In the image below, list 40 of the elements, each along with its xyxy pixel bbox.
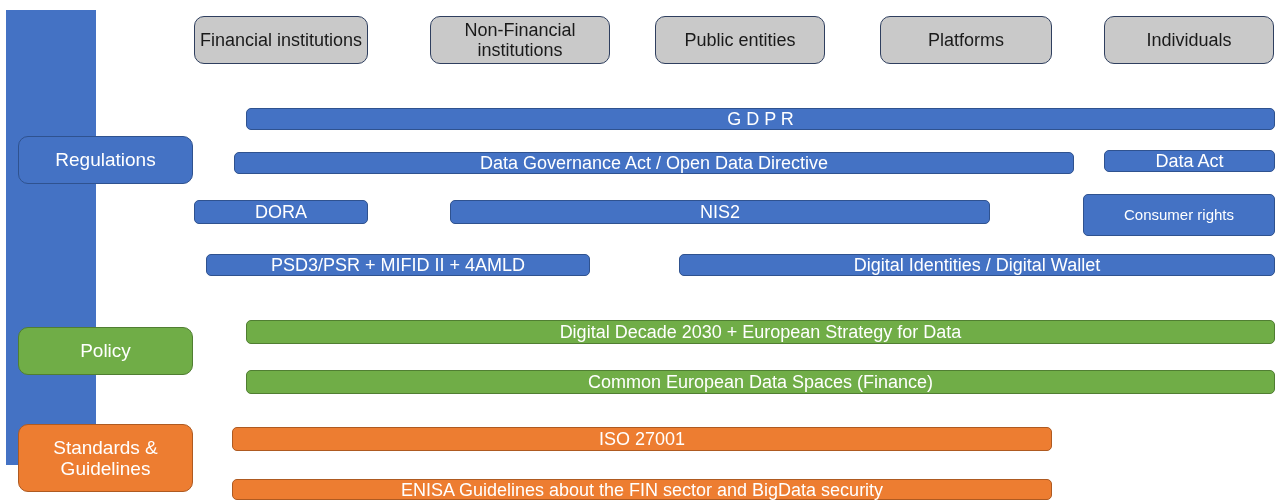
scope-bar [246,320,1275,344]
scope-bar [232,427,1052,451]
scope-bar [1083,194,1275,236]
scope-bar [246,108,1275,130]
bar-label: Data Act [1155,152,1224,170]
bar-label: ENISA Guidelines about the FIN sector and BigData security [400,480,884,499]
bar-label: NIS2 [700,203,740,221]
category-label: Standards & Guidelines [52,436,159,480]
scope-bar [206,254,590,276]
bar-label: Consumer rights [1123,207,1234,223]
bar-label: G D P R [727,110,794,128]
actor-box [194,16,368,64]
category-box [18,136,193,184]
actor-label: Individuals [1146,29,1232,51]
bar-label: Data Governance Act / Open Data Directive [479,154,829,172]
actor-box [1104,16,1274,64]
actor-label: Financial institutions [199,29,363,51]
category-label: Policy [80,340,131,362]
category-label: Regulations [55,149,156,171]
actor-label: Platforms [928,29,1004,51]
scope-bar [194,200,368,224]
scope-bar [1104,150,1275,172]
actor-box [655,16,825,64]
scope-bar [450,200,990,224]
bar-label: PSD3/PSR + MIFID II + 4AMLD [270,256,526,274]
bar-label: DORA [255,203,307,221]
actor-label: Public entities [684,29,796,51]
category-box [18,327,193,375]
bar-label: Digital Identities / Digital Wallet [853,256,1101,274]
actor-label: Non-Financial institutions [463,19,577,61]
scope-bar [234,152,1074,174]
actor-box [880,16,1052,64]
bar-label: ISO 27001 [598,430,686,448]
bar-label: Digital Decade 2030 + European Strategy for Data [559,323,962,341]
scope-bar [232,479,1052,500]
actor-box [430,16,610,64]
bar-label: Common European Data Spaces (Finance) [587,373,934,391]
scope-bar [246,370,1275,394]
scope-bar [679,254,1275,276]
category-box [18,424,193,492]
